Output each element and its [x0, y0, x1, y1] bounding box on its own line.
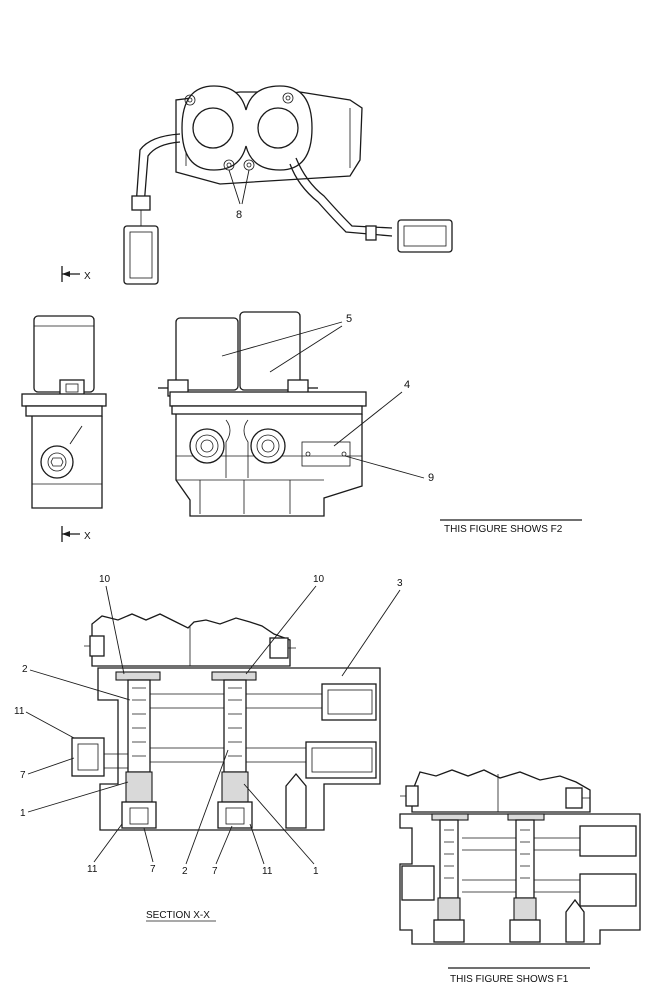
callout-5: 5 [346, 313, 352, 325]
section-title: SECTION X-X [146, 910, 210, 921]
side-view [21, 315, 107, 509]
callout-11-bottom-right: 11 [262, 866, 273, 877]
caption-f2: THIS FIGURE SHOWS F2 [444, 524, 563, 535]
front-view: 5 4 9 [158, 311, 434, 517]
section-label-upper: X [84, 271, 91, 282]
callout-11-bottom-left: 11 [87, 864, 98, 875]
callout-4: 4 [404, 379, 410, 391]
callout-7-left: 7 [20, 770, 26, 781]
callout-10-left: 10 [99, 574, 111, 585]
callout-7-bottom-middle: 7 [212, 866, 218, 877]
f1-view [399, 769, 641, 945]
callout-8: 8 [236, 209, 242, 221]
callout-1-bottom-right: 1 [313, 866, 319, 877]
section-view: 10 10 3 2 11 7 1 11 7 2 7 11 1 [14, 574, 403, 877]
callout-1-left: 1 [20, 808, 26, 819]
top-view: 8 [123, 85, 453, 285]
caption-f1: THIS FIGURE SHOWS F1 [450, 974, 569, 985]
section-arrow-lower: X [61, 526, 91, 542]
section-label-lower: X [84, 531, 91, 542]
callout-9: 9 [428, 472, 434, 484]
callout-10-right: 10 [313, 574, 325, 585]
callout-2-bottom: 2 [182, 866, 188, 877]
callout-7-bottom-left: 7 [150, 864, 156, 875]
callout-11-left: 11 [14, 706, 25, 717]
callout-2-left: 2 [22, 664, 28, 675]
callout-3: 3 [397, 578, 403, 589]
section-arrow-upper: X [61, 266, 91, 282]
